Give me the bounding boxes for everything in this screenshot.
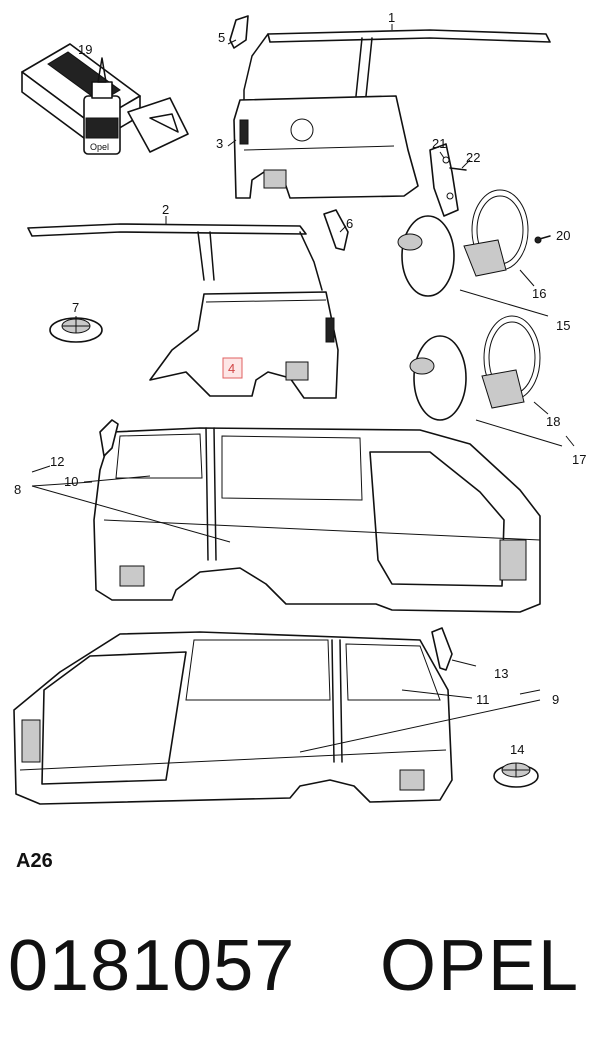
upper-rear-quarter-drawing xyxy=(233,29,551,199)
callout-16: 16 xyxy=(532,286,546,301)
bottle-brand-text: Opel xyxy=(90,142,109,152)
callout-19: 19 xyxy=(78,42,92,57)
grommet-14-drawing xyxy=(493,762,539,788)
callout-15: 15 xyxy=(556,318,570,333)
fuel-flap-17-drawing xyxy=(409,315,541,421)
callout-14: 14 xyxy=(510,742,524,757)
callout-4: 4 xyxy=(228,361,235,376)
callout-10: 10 xyxy=(64,474,78,489)
side-panel-left-drawing xyxy=(93,419,541,613)
callout-9: 9 xyxy=(552,692,559,707)
callout-4-highlight xyxy=(222,357,243,379)
callout-22: 22 xyxy=(466,150,480,165)
exploded-parts-diagram: Opel xyxy=(13,10,586,805)
part-number: 0181057 xyxy=(8,926,296,1006)
screw-22-drawing xyxy=(449,167,467,171)
hinge-21-drawing xyxy=(429,143,459,217)
grommet-7-drawing xyxy=(49,317,103,343)
leader-lines xyxy=(31,24,575,753)
bracket-6-drawing xyxy=(323,209,349,251)
callout-2: 2 xyxy=(162,202,169,217)
diagram-code: A26 xyxy=(16,850,53,872)
callout-7: 7 xyxy=(72,300,79,315)
callout-6: 6 xyxy=(346,216,353,231)
lower-rear-quarter-drawing xyxy=(27,223,339,399)
callout-21: 21 xyxy=(432,136,446,151)
callout-labels: 1 2 3 4 5 6 7 8 9 10 11 12 13 14 15 16 1… xyxy=(14,10,586,757)
callout-20: 20 xyxy=(556,228,570,243)
callout-8: 8 xyxy=(14,482,21,497)
side-panel-right-drawing xyxy=(13,627,453,805)
brand-name: OPEL xyxy=(380,926,581,1006)
callout-18: 18 xyxy=(546,414,560,429)
fuel-flap-15-drawing xyxy=(397,189,529,297)
callout-11: 11 xyxy=(476,692,490,707)
callout-1: 1 xyxy=(388,10,395,25)
callout-17: 17 xyxy=(572,452,586,467)
callout-12: 12 xyxy=(50,454,64,469)
callout-3: 3 xyxy=(216,136,223,151)
adhesive-kit-drawing: Opel xyxy=(21,43,189,155)
callout-5: 5 xyxy=(218,30,225,45)
callout-13: 13 xyxy=(494,666,508,681)
bracket-5-drawing xyxy=(229,15,249,49)
